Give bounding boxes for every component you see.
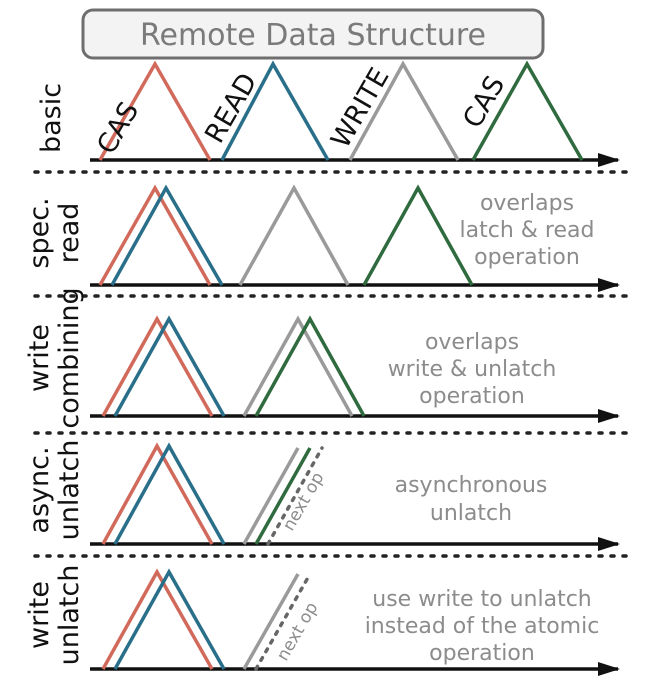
row-write-unlatch-ops: next op use write to unlatch instead of … <box>101 568 600 671</box>
read-triangle <box>113 442 226 545</box>
cas-triangle-2 <box>471 60 584 161</box>
row-write-combining-ops: overlaps write & unlatch operation <box>101 315 557 417</box>
row-label-basic-line1: basic <box>36 83 67 153</box>
write-triangle <box>242 315 354 417</box>
row-label-spec-read: spec. read <box>24 197 85 268</box>
row-label-basic: basic <box>36 83 67 153</box>
write-triangle <box>348 60 460 161</box>
row-label-write-combining: write combining <box>24 287 85 428</box>
note-line-3: operation <box>429 641 535 666</box>
write-slope <box>242 447 300 545</box>
op-label-cas-1: CAS <box>91 97 145 160</box>
next-op-label: next op <box>273 599 322 665</box>
note-write-combining: overlaps write & unlatch operation <box>388 330 557 409</box>
note-write-unlatch: use write to unlatch instead of the atom… <box>365 587 600 666</box>
row-label-async-unlatch-line1: async. <box>24 446 55 533</box>
unlatch-triangle <box>362 184 474 286</box>
row-label-write-unlatch-line1: write <box>24 581 55 649</box>
row-label-write-combining-line2: combining <box>54 287 85 428</box>
unlatch-slope <box>254 447 312 545</box>
row-label-write-combining-line1: write <box>24 324 55 392</box>
row-label-write-unlatch-line2: unlatch <box>54 565 85 666</box>
write-triangle <box>238 184 350 286</box>
read-triangle <box>110 184 224 286</box>
note-line-2: instead of the atomic <box>365 614 600 639</box>
cas-triangle <box>101 315 214 417</box>
cas-triangle <box>101 442 214 545</box>
row-label-spec-read-line2: read <box>54 203 85 264</box>
op-label-read: READ <box>199 68 263 149</box>
row-basic-ops: CAS READ WRITE CAS <box>91 60 584 161</box>
title-text: Remote Data Structure <box>140 18 486 53</box>
write-slope <box>242 573 300 670</box>
note-line-1: use write to unlatch <box>372 587 591 612</box>
row-label-write-unlatch: write unlatch <box>24 565 85 666</box>
read-triangle <box>113 315 226 417</box>
next-op-dotted-slope <box>254 572 312 671</box>
row-label-async-unlatch: async. unlatch <box>24 440 85 541</box>
cas-triangle <box>101 568 214 670</box>
note-line-2: unlatch <box>430 501 512 526</box>
note-line-1: overlaps <box>425 330 519 355</box>
read-triangle <box>113 568 226 670</box>
cas-triangle <box>98 184 212 286</box>
next-op-dotted-slope <box>266 446 324 546</box>
note-line-1: asynchronous <box>395 473 548 498</box>
note-spec-read: overlaps latch & read operation <box>460 191 595 270</box>
row-label-spec-read-line1: spec. <box>24 197 55 268</box>
note-line-2: write & unlatch <box>388 357 557 382</box>
note-line-1: overlaps <box>480 191 574 216</box>
title-box: Remote Data Structure <box>81 8 545 60</box>
row-spec-read-ops: overlaps latch & read operation <box>98 184 595 286</box>
read-triangle <box>220 60 330 161</box>
note-line-2: latch & read <box>460 218 595 243</box>
unlatch-triangle <box>254 315 366 417</box>
row-label-async-unlatch-line2: unlatch <box>54 440 85 541</box>
note-line-3: operation <box>419 384 525 409</box>
title-box-frame <box>81 8 545 60</box>
note-line-3: operation <box>474 245 580 270</box>
op-label-cas-2: CAS <box>457 71 511 134</box>
cas-triangle-1 <box>98 60 212 161</box>
row-async-unlatch-ops: next op asynchronous unlatch <box>101 442 548 546</box>
note-async-unlatch: asynchronous unlatch <box>395 473 548 526</box>
